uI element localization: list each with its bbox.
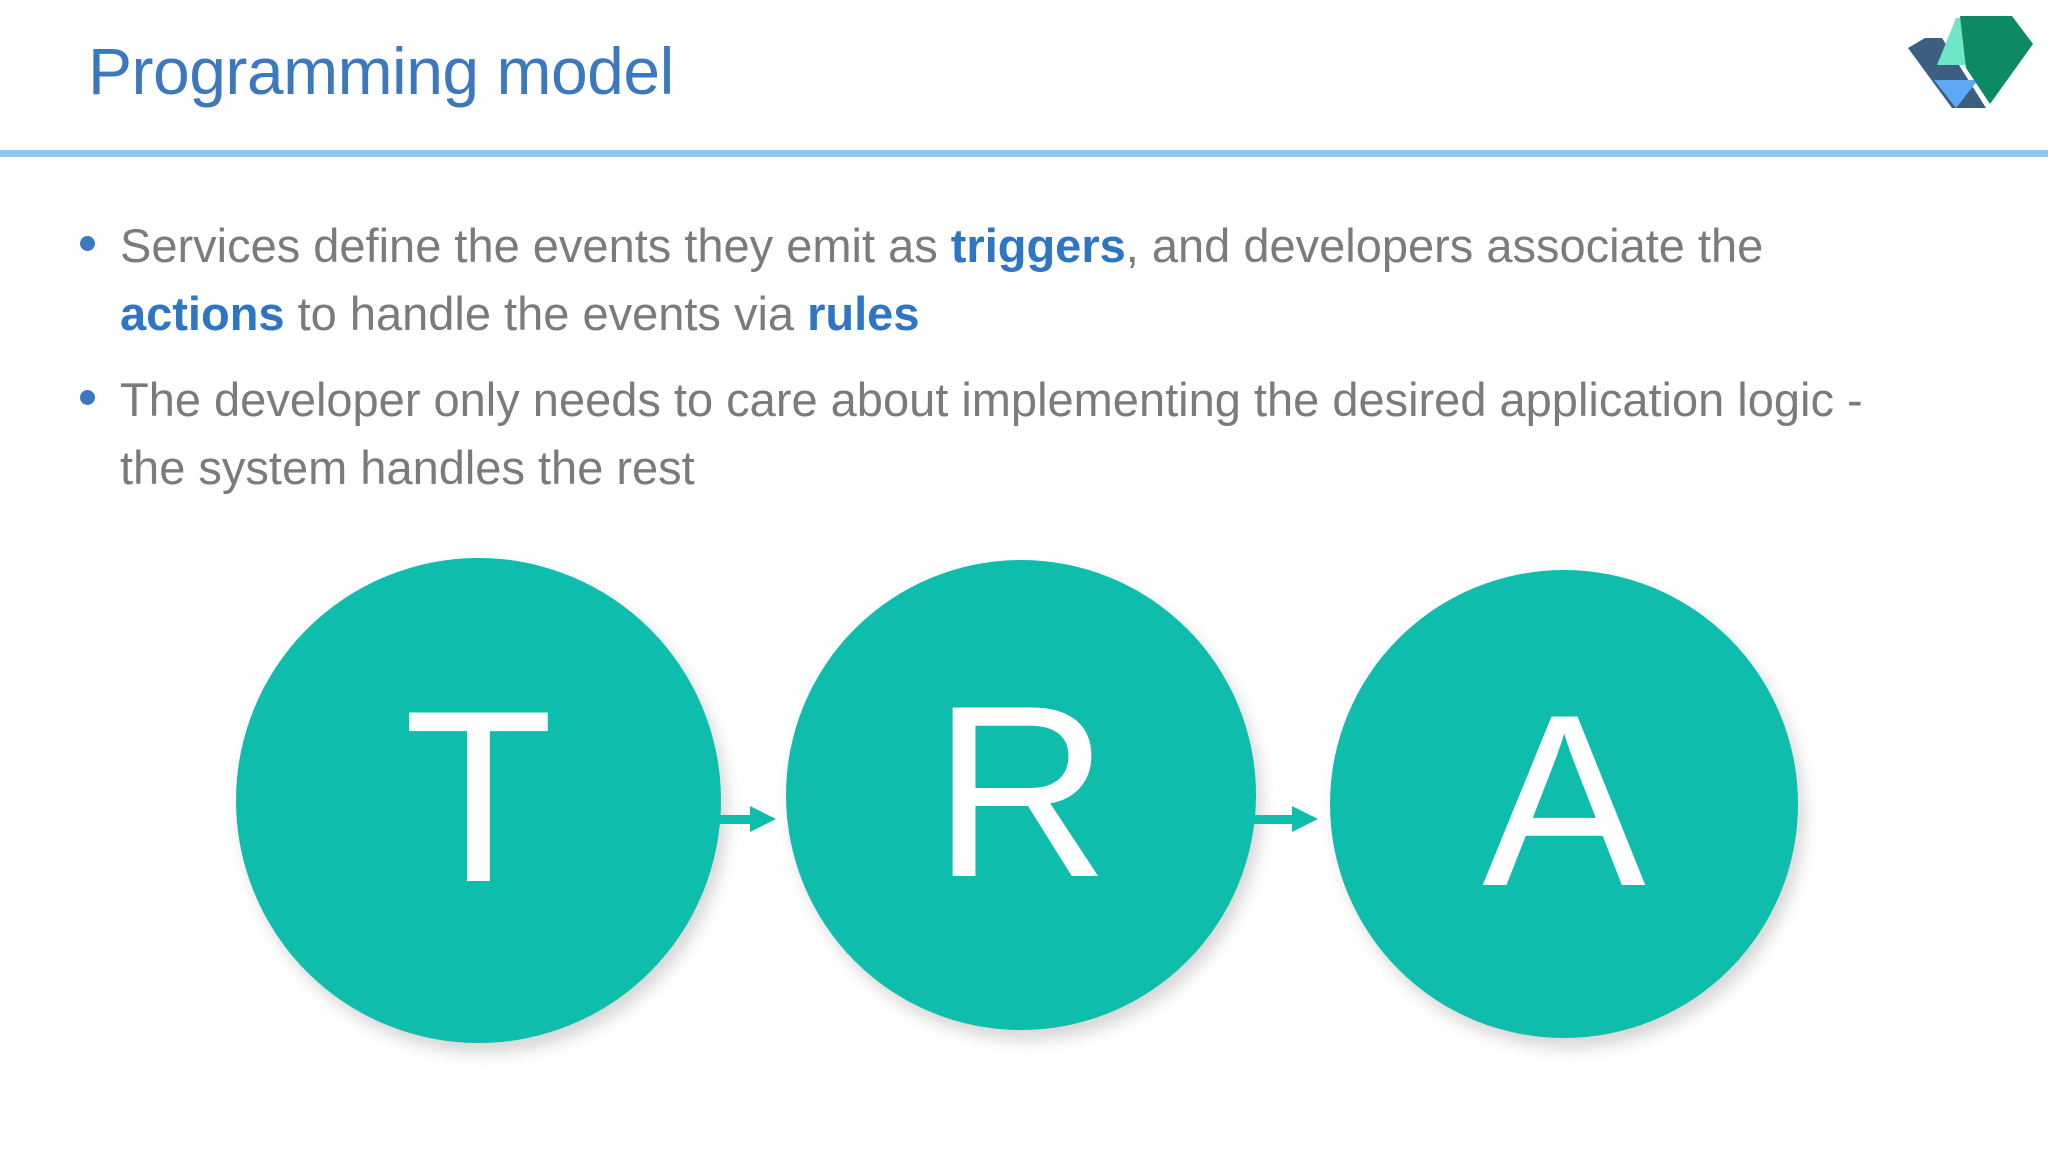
arrow-r-to-a-icon bbox=[1248, 806, 1320, 832]
keyword-rules: rules bbox=[807, 287, 920, 340]
node-trigger-letter: T bbox=[403, 659, 554, 933]
bullet-1-seg-2: , and developers associate the bbox=[1125, 219, 1764, 272]
arrow-shaft bbox=[1248, 815, 1296, 824]
list-item: The developer only needs to care about i… bbox=[80, 366, 1980, 502]
keyword-triggers: triggers bbox=[950, 219, 1126, 272]
light-blue-triangle-shape bbox=[1934, 80, 1978, 108]
bullet-1-seg-4: to handle the events via bbox=[284, 287, 808, 340]
node-trigger: T bbox=[236, 558, 721, 1043]
arrow-head bbox=[750, 806, 776, 832]
arrow-head bbox=[1292, 806, 1318, 832]
node-rule-letter: R bbox=[932, 653, 1110, 928]
arrow-shaft bbox=[706, 815, 754, 824]
tra-flow-diagram: T R A bbox=[0, 548, 2048, 1108]
bullet-list: Services define the events they emit as … bbox=[80, 212, 1980, 520]
bullet-marker bbox=[80, 212, 120, 251]
bullet-1-seg-0: Services define the events they emit as bbox=[120, 219, 951, 272]
list-item: Services define the events they emit as … bbox=[80, 212, 1980, 348]
header-divider bbox=[0, 150, 2048, 157]
openwhisk-logo bbox=[1894, 8, 2034, 108]
page-title: Programming model bbox=[88, 34, 674, 108]
arrow-t-to-r-icon bbox=[706, 806, 778, 832]
slide-header: Programming model bbox=[0, 0, 2048, 157]
node-rule: R bbox=[786, 560, 1256, 1030]
node-action: A bbox=[1330, 570, 1798, 1038]
dark-green-parallelogram-shape bbox=[1960, 16, 2033, 104]
bullet-1-text: Services define the events they emit as … bbox=[120, 212, 1880, 348]
node-action-letter: A bbox=[1482, 662, 1646, 937]
keyword-actions: actions bbox=[120, 287, 285, 340]
bullet-marker bbox=[80, 366, 120, 405]
bullet-2-text: The developer only needs to care about i… bbox=[120, 373, 1863, 494]
